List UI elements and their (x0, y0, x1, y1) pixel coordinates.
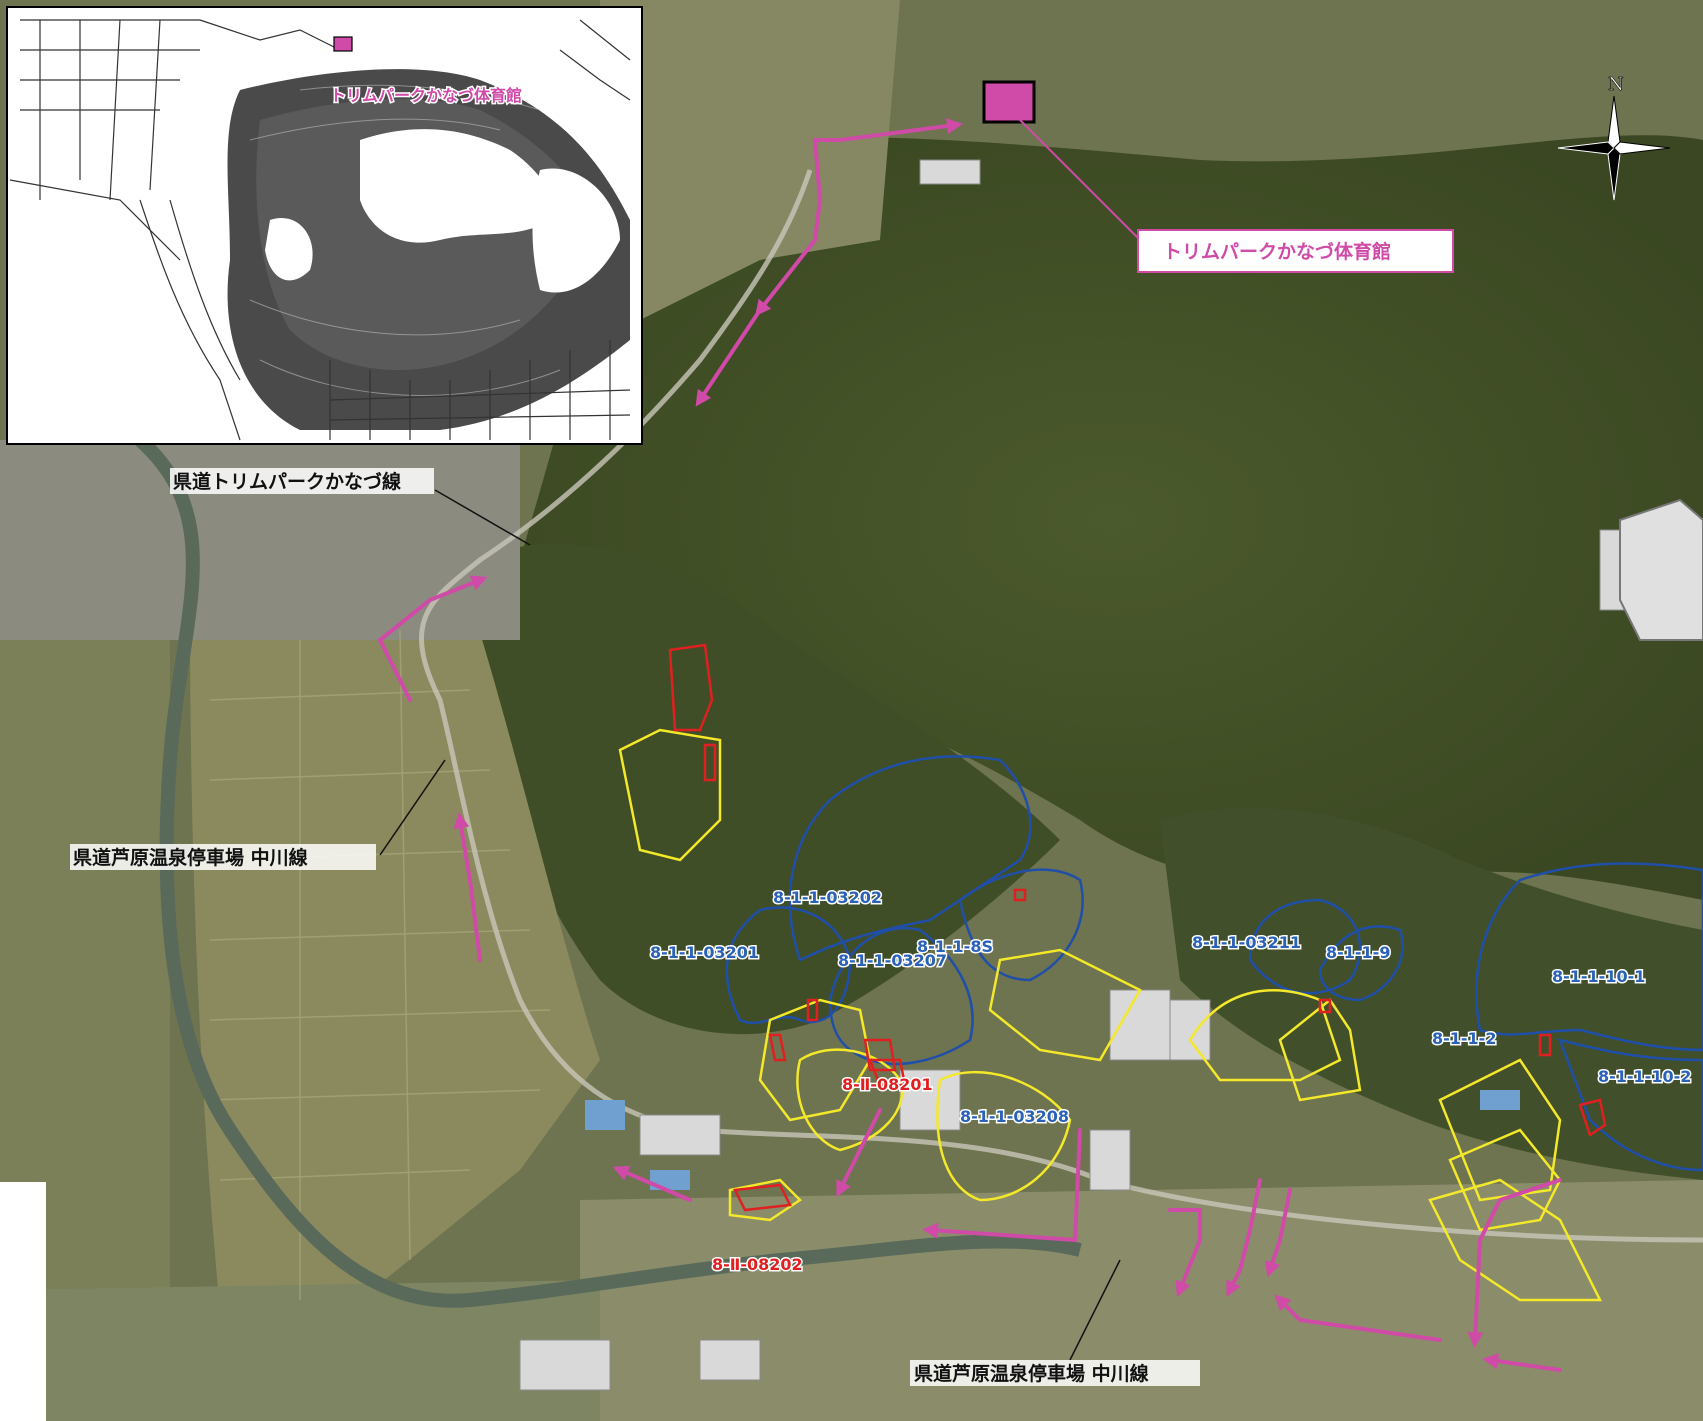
zone-label-03211: 8-1-1-03211 (1192, 933, 1301, 952)
access-routes (377, 118, 1562, 1372)
zone-label-2: 8-1-1-2 (1432, 1029, 1496, 1048)
zone-label-03202: 8-1-1-03202 (773, 888, 882, 907)
zone-label-II-08201: 8-Ⅱ-08201 (842, 1075, 933, 1094)
road-label-ashihara-bottom: 県道芦原温泉停車場 中川線 (914, 1362, 1149, 1385)
inset-map: トリムパークかなづ体育館 (6, 6, 643, 445)
inset-facility-marker (333, 36, 353, 52)
inset-facility-label: トリムパークかなづ体育館 (330, 86, 522, 105)
compass-north-label: N (1608, 74, 1624, 95)
blank-edge-panel (0, 1182, 46, 1421)
zone-label-10-1: 8-1-1-10-1 (1552, 967, 1645, 986)
zone-label-10-2: 8-1-1-10-2 (1598, 1067, 1691, 1086)
road-label-ashihara-left: 県道芦原温泉停車場 中川線 (73, 846, 308, 869)
zone-label-03207: 8-1-1-03207 (838, 951, 947, 970)
zone-label-9: 8-1-1-9 (1326, 943, 1390, 962)
facility-callout-label: トリムパークかなづ体育館 (1163, 240, 1391, 263)
zone-label-03208: 8-1-1-03208 (960, 1107, 1069, 1126)
red-zone-outlines (668, 643, 1607, 1212)
facility-callout: トリムパークかなづ体育館 (1137, 229, 1454, 273)
yellow-zone-outlines (618, 728, 1603, 1302)
facility-marker (982, 80, 1036, 124)
zone-label-8S: 8-1-1-8S (917, 937, 993, 956)
zone-label-II-08202: 8-Ⅱ-08202 (712, 1255, 803, 1274)
road-label-trimpark: 県道トリムパークかなづ線 (173, 470, 401, 493)
compass-icon: N (1557, 74, 1671, 201)
zone-label-03201: 8-1-1-03201 (650, 943, 759, 962)
